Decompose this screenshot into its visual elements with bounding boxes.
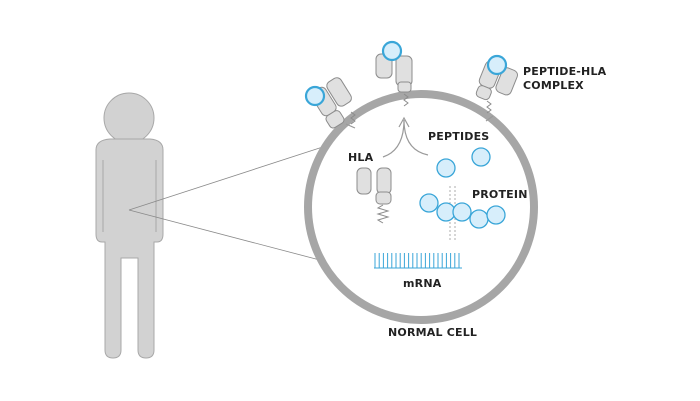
hla-molecule bbox=[356, 167, 392, 224]
anchor-middle bbox=[403, 93, 409, 107]
cell-caption: NORMAL CELL bbox=[388, 326, 477, 339]
peptide bbox=[436, 158, 456, 178]
mrna-label: mRNA bbox=[403, 277, 442, 290]
peptide-on-complex-left bbox=[304, 85, 326, 107]
mrna-strand bbox=[374, 253, 462, 269]
transport-arrows bbox=[345, 115, 494, 158]
protein-residue bbox=[486, 205, 506, 225]
arrow-to-right-complex bbox=[485, 115, 494, 122]
arrow-head-middle bbox=[398, 116, 410, 128]
arrow-curve-right bbox=[403, 119, 429, 156]
anchor-right bbox=[486, 100, 492, 114]
peptide-hla-complex-middle bbox=[375, 53, 413, 93]
protein-residue bbox=[469, 209, 489, 229]
membrane-anchors bbox=[350, 93, 492, 125]
arrow-to-left-complex bbox=[345, 123, 356, 129]
peptides-label: PEPTIDES bbox=[428, 130, 489, 143]
peptide-on-complex-middle bbox=[381, 40, 403, 62]
protein-residue bbox=[452, 202, 472, 222]
complex-label-line2: COMPLEX bbox=[523, 79, 584, 92]
complex-label-line1: PEPTIDE-HLA bbox=[523, 65, 607, 78]
anchor-left bbox=[350, 111, 356, 125]
zoom-lines bbox=[128, 142, 336, 265]
peptide bbox=[471, 147, 491, 167]
zoom-line-bottom bbox=[128, 209, 336, 265]
person-silhouette bbox=[95, 92, 164, 359]
hla-label: HLA bbox=[348, 151, 374, 164]
peptide-on-complex-right bbox=[486, 54, 508, 76]
protein-chain bbox=[419, 186, 506, 240]
free-peptides bbox=[436, 147, 491, 178]
protein-residue bbox=[419, 193, 439, 213]
hla-anchor-zigzag bbox=[376, 204, 390, 224]
protein-residue bbox=[436, 202, 456, 222]
person-arm-lines bbox=[102, 160, 157, 232]
person-head bbox=[103, 92, 155, 144]
person-body bbox=[95, 138, 164, 359]
protein-label: PROTEIN bbox=[472, 188, 528, 201]
zoom-line-top bbox=[128, 142, 336, 211]
